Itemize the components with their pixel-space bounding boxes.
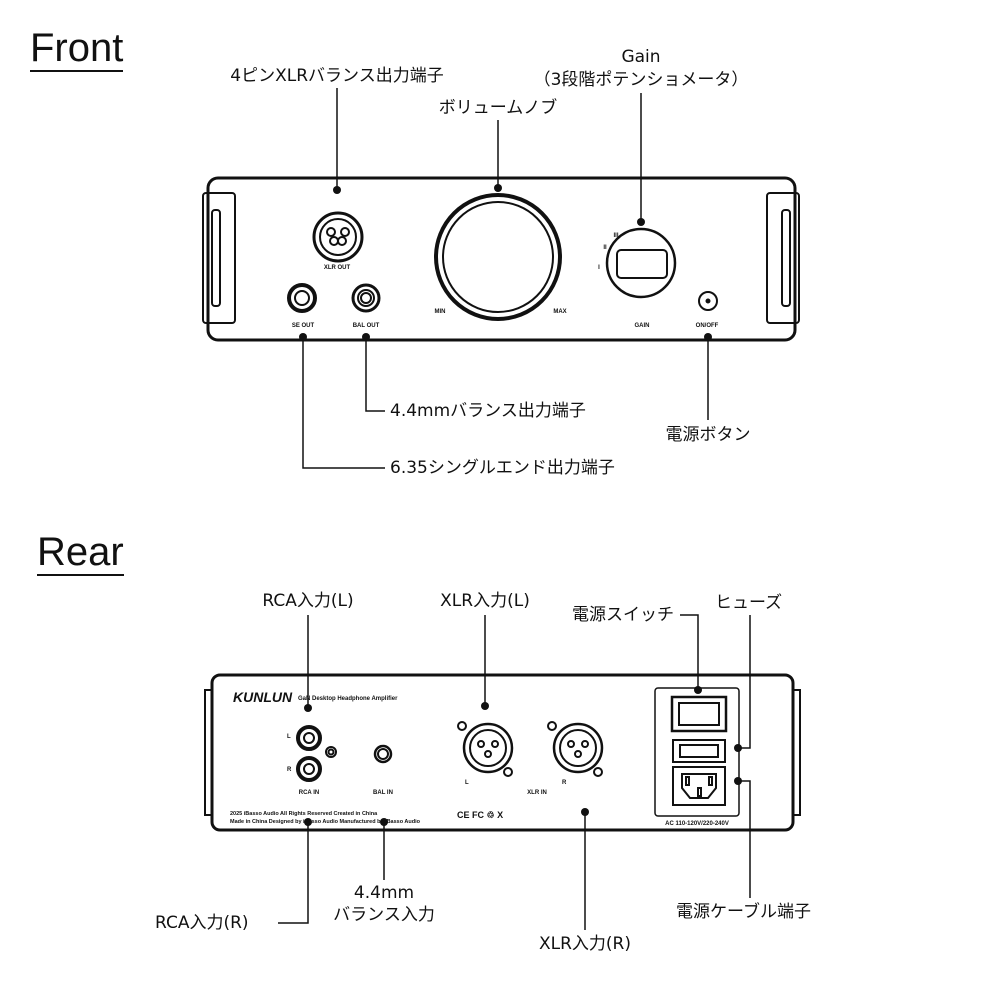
gain-mark-1: I [598,265,600,271]
callout-xlr-l: XLR入力(L) [440,591,530,611]
callout-se-out: 6.35シングルエンド出力端子 [390,458,615,478]
se-out-label: SE OUT [292,323,315,329]
callout-volume-knob: ボリュームノブ [438,98,558,118]
ground-terminal [325,746,337,758]
se-out-jack [287,283,317,313]
rear-title: Rear [37,530,124,576]
copyright-line-2: Made in China Designed by iBasso Audio M… [230,819,421,825]
callout-power-inlet: 電源ケーブル端子 [676,902,811,922]
front-panel: XLR OUT SE OUT BAL OUT MIN MAX GAIN ON/O… [202,88,800,469]
gain-label: GAIN [635,323,650,329]
power-inlet [672,766,726,806]
callout-bal-in-line2: バランス入力 [333,905,435,925]
left-handle [202,192,236,324]
callout-xlr-out: 4ピンXLRバランス出力端子 [230,66,444,86]
front-callout-lines [302,88,709,469]
bal-in-label: BAL IN [373,790,393,796]
rear-callout-dots [304,686,742,826]
rca-r-jack [296,756,322,782]
xlr-in-l-connector [457,721,514,777]
fuse-holder [672,739,726,763]
front-callout-dots [299,184,712,341]
callout-bal-out: 4.4mmバランス出力端子 [390,401,586,421]
gain-mark-2: II [603,245,607,251]
callout-power-switch: 電源スイッチ [572,605,674,625]
rca-in-label: RCA IN [299,790,319,796]
callout-gain-subtitle: （3段階ポテンショメータ） [533,70,749,90]
ac-rating: AC 110-120V/220-240V [665,821,729,827]
callout-rca-r: RCA入力(R) [155,913,249,933]
xlr-out-connector [312,211,364,263]
bal-out-jack [351,283,381,313]
xlr-in-label: XLR IN [527,790,547,796]
gain-mark-3: III [613,233,618,239]
volume-knob [434,193,562,321]
brand-subtitle: GaN Desktop Headphone Amplifier [298,696,398,702]
xlr-out-label: XLR OUT [324,265,351,271]
xlr-l-label: L [465,780,469,786]
callout-bal-in-line1: 4.4mm [353,883,415,903]
bal-out-label: BAL OUT [353,323,380,329]
min-label: MIN [435,309,446,315]
certification-marks: CE FC ♲ X [457,810,503,820]
xlr-r-label: R [562,780,567,786]
right-handle [766,192,800,324]
brand-logo: KUNLUN [233,689,293,705]
power-module [654,687,740,817]
power-button [698,291,718,311]
power-switch [670,695,728,733]
rca-r-label: R [287,767,292,773]
rca-l-label: L [287,734,291,740]
rear-panel: KUNLUN GaN Desktop Headphone Amplifier L… [204,614,801,930]
on-off-label: ON/OFF [696,323,719,329]
callout-gain-title: Gain [621,47,661,67]
xlr-in-r-connector [547,721,604,777]
gain-knob [605,227,677,299]
callout-fuse: ヒューズ [715,593,783,613]
bal-in-jack [373,744,393,764]
callout-xlr-r: XLR入力(R) [538,934,632,954]
rca-l-jack [296,725,322,751]
callout-power-button: 電源ボタン [665,425,751,445]
max-label: MAX [553,309,566,315]
front-title: Front [30,26,124,72]
copyright-line-1: 2025 iBasso Audio All Rights Reserved Cr… [230,811,378,817]
callout-rca-l: RCA入力(L) [262,591,354,611]
rear-callout-lines [278,614,751,930]
